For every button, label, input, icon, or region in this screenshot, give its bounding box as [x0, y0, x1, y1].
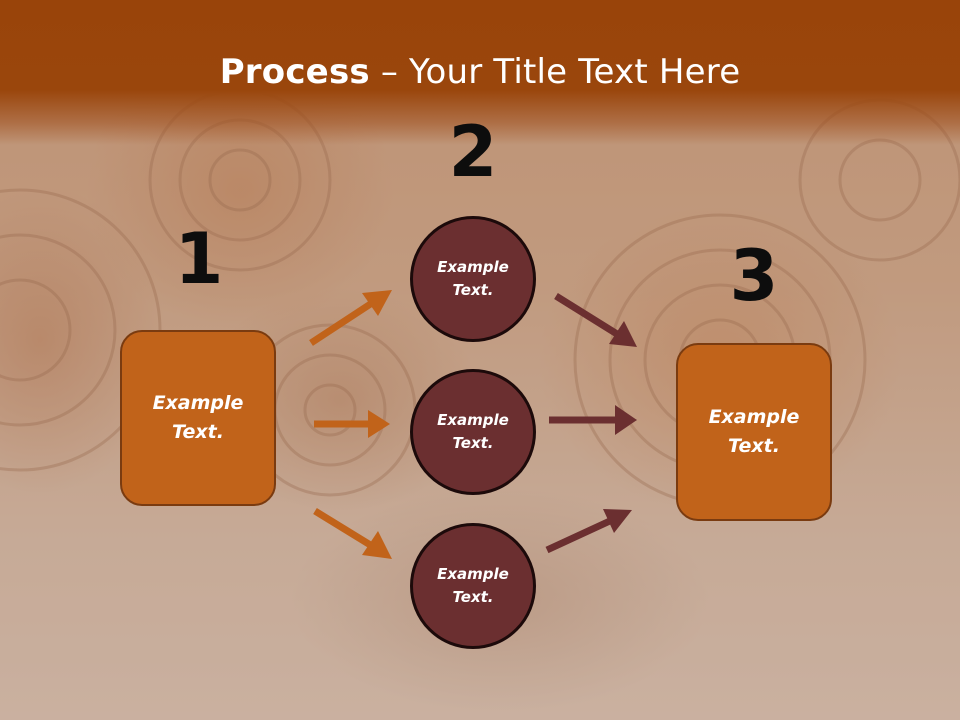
step-number-1: 1: [174, 218, 224, 300]
slide-title: Process – Your Title Text Here: [0, 52, 960, 92]
title-bold: Process: [219, 52, 370, 92]
circle-bottom: Example Text.: [410, 523, 536, 649]
left-process-box: Example Text.: [120, 330, 276, 506]
right-box-text: Example Text.: [709, 403, 800, 461]
circle-top-line2: Text.: [452, 281, 494, 299]
circle-middle: Example Text.: [410, 369, 536, 495]
right-box-line1: Example: [708, 406, 800, 428]
step-number-3: 3: [729, 235, 779, 317]
circle-bottom-line2: Text.: [452, 588, 494, 606]
circle-top-line1: Example: [437, 258, 509, 276]
circle-middle-line2: Text.: [452, 434, 494, 452]
right-box-line2: Text.: [728, 435, 780, 457]
step-number-2: 2: [448, 111, 498, 193]
left-box-line1: Example: [152, 392, 244, 414]
circle-middle-line1: Example: [437, 411, 509, 429]
right-process-box: Example Text.: [676, 343, 832, 521]
circle-top-text: Example Text.: [437, 256, 509, 302]
circle-bottom-text: Example Text.: [437, 563, 509, 609]
title-bar: Process – Your Title Text Here: [0, 0, 960, 145]
circle-middle-text: Example Text.: [437, 409, 509, 455]
left-box-line2: Text.: [172, 421, 224, 443]
circle-top: Example Text.: [410, 216, 536, 342]
left-box-text: Example Text.: [153, 389, 244, 447]
title-rest: – Your Title Text Here: [369, 52, 741, 92]
circle-bottom-line1: Example: [437, 565, 509, 583]
